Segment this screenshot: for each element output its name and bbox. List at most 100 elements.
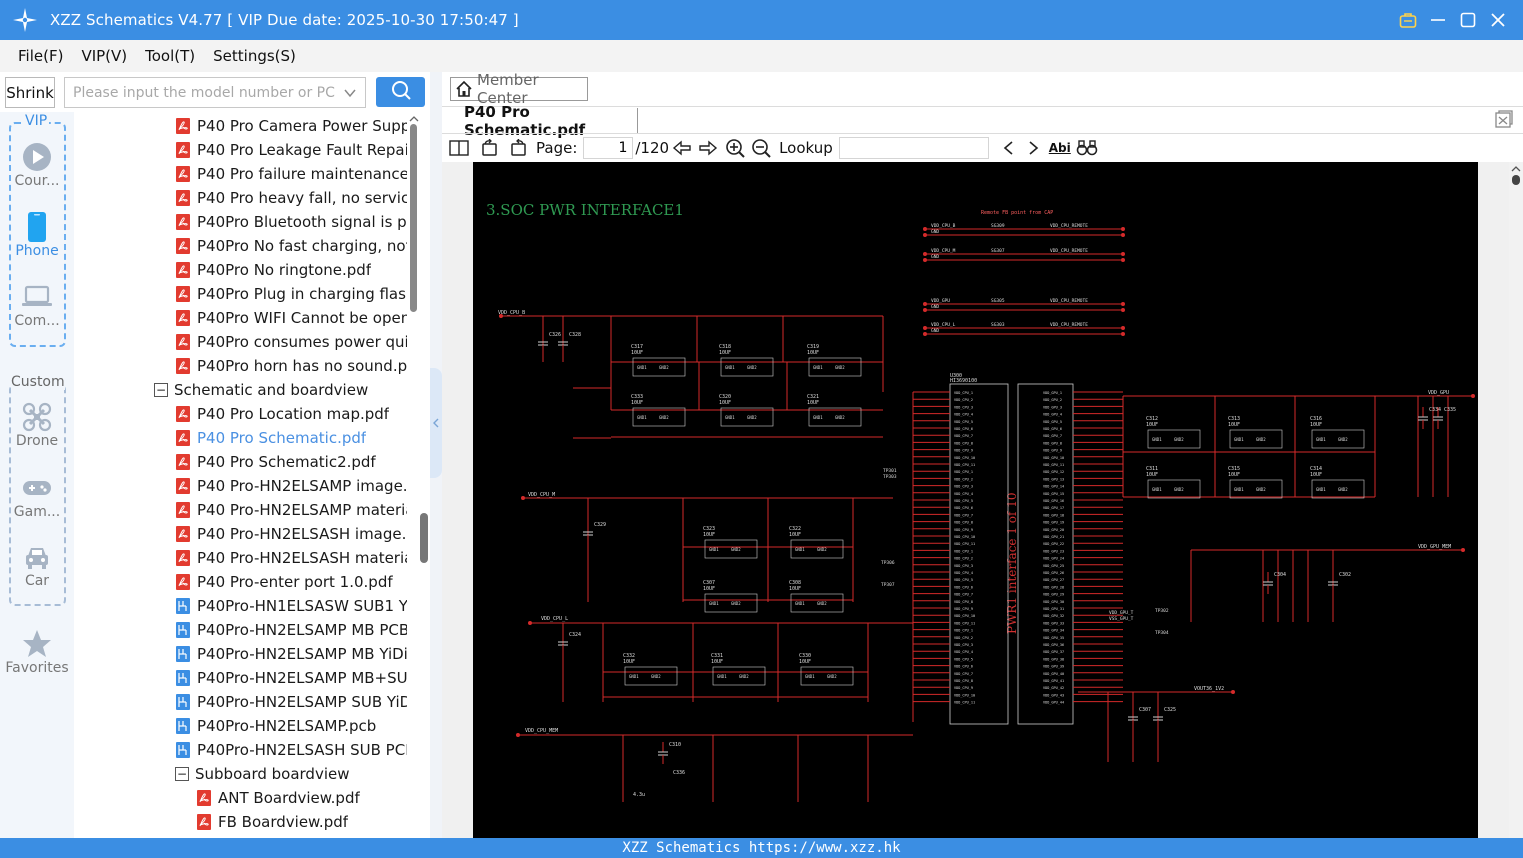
pin-label: VDD_GPU_32: [1043, 614, 1064, 618]
pin-label: VDD_GPU_9: [1043, 449, 1062, 453]
tree-file[interactable]: P40 Pro failure maintenance.pd: [176, 162, 407, 186]
net-label: VDD_GPU_MEM: [1418, 544, 1451, 550]
pin-label: GND2: [817, 601, 827, 606]
cap-package: [1147, 429, 1201, 449]
previous-page-icon[interactable]: [669, 135, 695, 161]
sidebar-item-computer[interactable]: Com...: [0, 281, 74, 329]
cap-package: [808, 357, 862, 377]
menu-file[interactable]: File(F): [18, 47, 64, 65]
maximize-icon[interactable]: [1453, 0, 1483, 40]
collapse-icon[interactable]: −: [175, 767, 189, 781]
page-number-input[interactable]: [583, 137, 634, 159]
tree-item-label: P40 Pro Camera Power Supply T: [197, 117, 407, 135]
find-next-icon[interactable]: [1021, 135, 1047, 161]
find-previous-icon[interactable]: [995, 135, 1021, 161]
next-page-icon[interactable]: [695, 135, 721, 161]
tree-file[interactable]: P40Pro-HN2ELSAMP SUB YiDia: [176, 690, 407, 714]
collapse-icon[interactable]: −: [154, 383, 168, 397]
chevron-down-icon[interactable]: [343, 85, 357, 104]
tree-file[interactable]: P40 Pro-HN2ELSASH image.pdf: [176, 522, 407, 546]
rotate-left-icon[interactable]: [476, 135, 504, 161]
cap-label: C312: [1146, 416, 1158, 422]
pdf-viewer[interactable]: 3.SOC PWR INTERFACE1 Remote FB point fro…: [442, 162, 1523, 838]
tree-file[interactable]: P40Pro-HN2ELSAMP MB+SUB I: [176, 666, 407, 690]
tree-file[interactable]: P40 Pro-HN2ELSAMP image.pd: [176, 474, 407, 498]
search-button[interactable]: [376, 77, 425, 107]
cap-value: 10UF: [799, 659, 811, 665]
sidebar-item-car[interactable]: Car: [0, 541, 74, 589]
panel-splitter[interactable]: [430, 72, 442, 838]
tree-file[interactable]: P40Pro-HN2ELSAMP MB YiDiar: [176, 642, 407, 666]
tree-folder[interactable]: −Schematic and boardview: [154, 378, 407, 402]
net-label: VDD_CPU_M: [528, 492, 555, 498]
sidebar-item-drone[interactable]: Drone: [0, 401, 74, 449]
lookup-input[interactable]: [838, 137, 989, 159]
pin-label: GND1: [725, 365, 735, 370]
tree-file[interactable]: P40 Pro Schematic2.pdf: [176, 450, 407, 474]
tree-file[interactable]: P40Pro-HN2ELSAMP.pcb: [176, 714, 407, 738]
tree-file[interactable]: P40Pro No fast charging, not or: [176, 234, 407, 258]
tree-folder[interactable]: −Subboard boardview: [175, 762, 407, 786]
tree-file[interactable]: P40 Pro Leakage Fault Repair.pd: [176, 138, 407, 162]
tree-file[interactable]: P40 Pro-HN2ELSAMP material c: [176, 498, 407, 522]
net-label: VDD_CPU_REMOTE: [1050, 223, 1088, 229]
home-icon: [455, 80, 473, 98]
menu-settings[interactable]: Settings(S): [213, 47, 296, 65]
tree-file[interactable]: P40 Pro heavy fall, no service, n: [176, 186, 407, 210]
tab-document[interactable]: P40 Pro Schematic.pdf: [452, 103, 638, 139]
rotate-right-icon[interactable]: [504, 135, 532, 161]
tree-file[interactable]: P40Pro Plug in charging flash ic: [176, 282, 407, 306]
list-scroll-thumb[interactable]: [420, 513, 428, 563]
shrink-button[interactable]: Shrink: [5, 77, 55, 108]
junction: [923, 252, 927, 256]
minimize-icon[interactable]: [1423, 0, 1453, 40]
pin-label: GND1: [637, 365, 647, 370]
sidebar-item-courses[interactable]: Cour...: [0, 141, 74, 189]
viewer-scrollbar[interactable]: [1509, 162, 1523, 838]
tree-scrollbar-thumb[interactable]: [410, 124, 417, 312]
find-all-icon[interactable]: [1073, 135, 1101, 161]
tree-file[interactable]: P40Pro horn has no sound.pdf: [176, 354, 407, 378]
pin-label: VDD_GPU_14: [1043, 485, 1064, 489]
close-tab-icon[interactable]: [1495, 110, 1513, 132]
junction: [923, 332, 927, 336]
schematic-page[interactable]: 3.SOC PWR INTERFACE1 Remote FB point fro…: [473, 162, 1478, 838]
two-page-view-icon[interactable]: [442, 135, 476, 161]
menu-tool[interactable]: Tool(T): [145, 47, 196, 65]
menu-vip[interactable]: VIP(V): [81, 47, 128, 65]
model-search-box[interactable]: [64, 77, 366, 108]
tree-file[interactable]: P40 Pro Schematic.pdf: [176, 426, 407, 450]
pin-label: VDD_CPU_3: [954, 485, 973, 489]
pin-label: VDD_GPU_30: [1043, 600, 1064, 604]
tree-file[interactable]: P40 Pro Location map.pdf: [176, 402, 407, 426]
collapse-panel-handle[interactable]: [430, 368, 442, 478]
tree-file[interactable]: P40Pro consumes power quickl: [176, 330, 407, 354]
pdf-file-icon: [197, 790, 211, 806]
tree-file[interactable]: P40 Pro-HN2ELSASH material o: [176, 546, 407, 570]
drone-icon: [0, 401, 74, 433]
tree-file[interactable]: P40Pro-HN2ELSASH SUB PCB la: [176, 738, 407, 762]
sidebar-item-game[interactable]: Gam...: [0, 472, 74, 520]
pdf-file-icon: [176, 574, 190, 590]
close-icon[interactable]: [1483, 0, 1513, 40]
tree-file[interactable]: P40Pro Bluetooth signal is poor: [176, 210, 407, 234]
tree-file[interactable]: P40 Pro Camera Power Supply T: [176, 114, 407, 138]
pin-label: GND1: [813, 365, 823, 370]
model-search-input[interactable]: [65, 84, 335, 101]
zoom-in-icon[interactable]: [721, 135, 749, 161]
tree-file[interactable]: P40Pro-HN2ELSAMP MB PCB la: [176, 618, 407, 642]
member-center-button[interactable]: Member Center: [450, 71, 588, 107]
sidebar-item-phone[interactable]: Phone: [0, 211, 74, 259]
match-case-button[interactable]: Abi: [1048, 141, 1071, 155]
tree-file[interactable]: P40Pro WIFI Cannot be opened: [176, 306, 407, 330]
zoom-out-icon[interactable]: [749, 135, 773, 161]
tree-file[interactable]: P40Pro No ringtone.pdf: [176, 258, 407, 282]
tree-file[interactable]: P40 Pro-enter port 1.0.pdf: [176, 570, 407, 594]
viewer-scrollbar-thumb[interactable]: [1512, 175, 1520, 185]
tree-file[interactable]: P40Pro-HN1ELSASW SUB1 YiDi: [176, 594, 407, 618]
tree-scrollbar[interactable]: [408, 112, 422, 838]
tree-file[interactable]: ANT Boardview.pdf: [197, 786, 407, 810]
tree-file[interactable]: FB Boardview.pdf: [197, 810, 407, 834]
vip-bag-icon[interactable]: [1393, 0, 1423, 40]
sidebar-item-favorites[interactable]: Favorites: [0, 628, 74, 676]
